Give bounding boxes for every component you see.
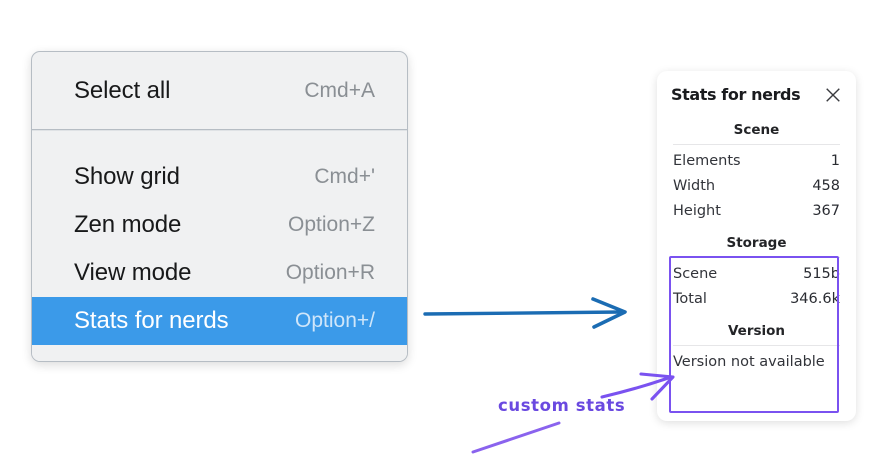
stat-row: Width 458 [671, 173, 842, 198]
stats-section-version: Version Version not available [671, 319, 842, 375]
stat-row: Elements 1 [671, 148, 842, 173]
stat-value: 458 [812, 177, 840, 194]
stat-row: Total 346.6k [671, 286, 842, 311]
menu-item-label: View mode [74, 259, 192, 286]
section-divider [673, 345, 840, 346]
menu-item-shortcut: Option+R [285, 261, 375, 284]
menu-item-show-grid[interactable]: Show grid Cmd+' [32, 153, 407, 201]
stats-section-storage: Storage Scene 515b Total 346.6k [671, 231, 842, 311]
menu-item-stats-for-nerds[interactable]: Stats for nerds Option+/ [32, 297, 407, 345]
stat-value: 515b [803, 265, 840, 282]
stat-label: Total [673, 290, 707, 307]
section-divider [673, 144, 840, 145]
section-heading: Version [727, 323, 786, 339]
stats-for-nerds-panel[interactable]: Stats for nerds Scene Elements 1 Width 4… [657, 71, 856, 421]
section-heading: Scene [733, 122, 780, 138]
section-divider [673, 257, 840, 258]
menu-item-shortcut: Cmd+' [314, 165, 375, 188]
stat-label: Scene [673, 265, 718, 282]
menu-item-zen-mode[interactable]: Zen mode Option+Z [32, 201, 407, 249]
menu-item-view-mode[interactable]: View mode Option+R [32, 249, 407, 297]
menu-item-label: Select all [74, 77, 171, 104]
menu-item-label: Show grid [74, 163, 180, 190]
stat-label: Height [673, 202, 721, 219]
stat-value: 1 [830, 152, 840, 169]
custom-stats-annotation-label: custom stats [498, 396, 626, 415]
menu-item-label: Stats for nerds [74, 307, 229, 334]
menu-item-select-all[interactable]: Select all Cmd+A [32, 67, 407, 115]
stat-value: 367 [812, 202, 840, 219]
menu-item-label: Zen mode [74, 211, 182, 238]
blue-pointer-arrow [423, 297, 627, 329]
stat-row: Scene 515b [671, 261, 842, 286]
purple-underline-stroke [471, 421, 561, 454]
stat-label: Width [673, 177, 716, 194]
context-menu[interactable]: Select all Cmd+A Show grid Cmd+' Zen mod… [31, 51, 408, 362]
context-menu-group-view: Show grid Cmd+' Zen mode Option+Z View m… [32, 130, 407, 361]
section-heading: Storage [726, 235, 787, 251]
menu-item-shortcut: Option+/ [295, 309, 375, 332]
version-text: Version not available [673, 354, 825, 370]
menu-item-shortcut: Cmd+A [304, 79, 375, 102]
stats-section-scene: Scene Elements 1 Width 458 Height 367 [671, 118, 842, 223]
stats-panel-header: Stats for nerds [671, 85, 842, 104]
menu-item-shortcut: Option+Z [288, 213, 375, 236]
stats-panel-title: Stats for nerds [671, 85, 801, 104]
context-menu-group-primary: Select all Cmd+A [32, 52, 407, 130]
context-menu-footer-spacer [32, 345, 407, 361]
stat-value: 346.6k [790, 290, 840, 307]
close-icon[interactable] [824, 86, 842, 104]
stat-row: Height 367 [671, 198, 842, 223]
stat-label: Elements [673, 152, 741, 169]
